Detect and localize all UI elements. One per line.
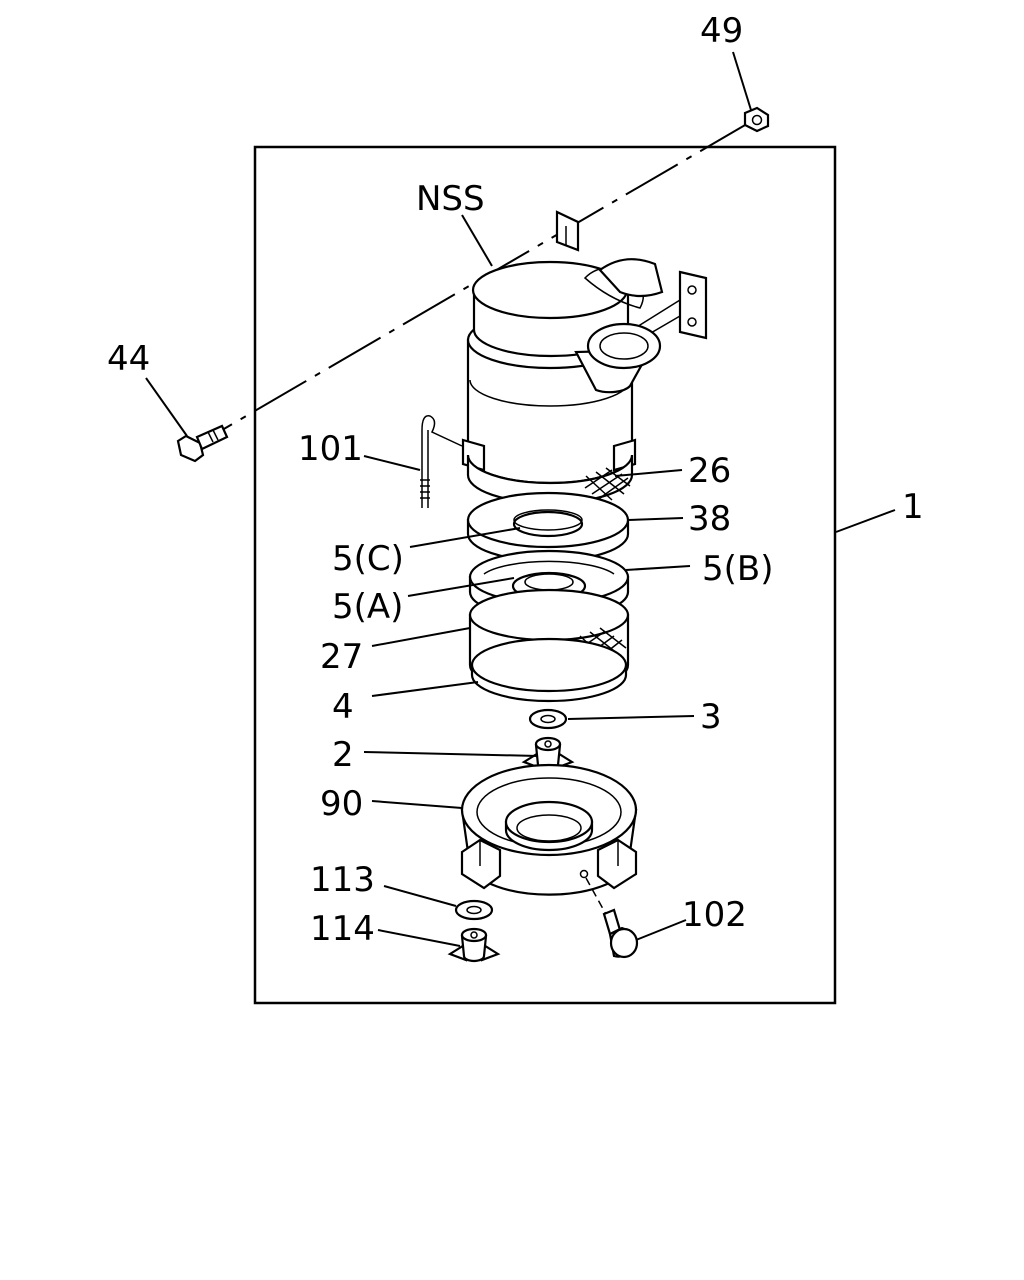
label-5c: 5(C) xyxy=(332,539,404,579)
label-90: 90 xyxy=(320,784,363,824)
label-26: 26 xyxy=(688,451,731,491)
label-113: 113 xyxy=(310,860,375,900)
assembly-frame xyxy=(253,145,837,1005)
wing-nut-114 xyxy=(447,927,501,963)
clip-101 xyxy=(420,415,463,508)
air-cleaner-housing xyxy=(461,210,708,505)
label-5b: 5(B) xyxy=(702,549,774,589)
label-27: 27 xyxy=(320,637,363,677)
label-102: 102 xyxy=(682,895,747,935)
label-101: 101 xyxy=(298,429,363,469)
lower-body-90 xyxy=(460,763,638,896)
label-2: 2 xyxy=(332,735,354,775)
label-4: 4 xyxy=(332,687,354,727)
label-114: 114 xyxy=(310,909,375,949)
label-44: 44 xyxy=(107,339,150,379)
label-38: 38 xyxy=(688,499,731,539)
leader-lines xyxy=(145,51,896,947)
label-49: 49 xyxy=(700,11,743,51)
bolt-44 xyxy=(176,424,229,463)
nut-49 xyxy=(743,106,770,133)
washer-3 xyxy=(528,708,568,730)
label-5a: 5(A) xyxy=(332,587,403,627)
plug-102 xyxy=(585,877,639,959)
label-3: 3 xyxy=(700,697,722,737)
label-nss: NSS xyxy=(416,179,485,219)
gasket-4 xyxy=(470,637,628,703)
washer-113 xyxy=(454,899,494,921)
label-1: 1 xyxy=(902,487,924,527)
